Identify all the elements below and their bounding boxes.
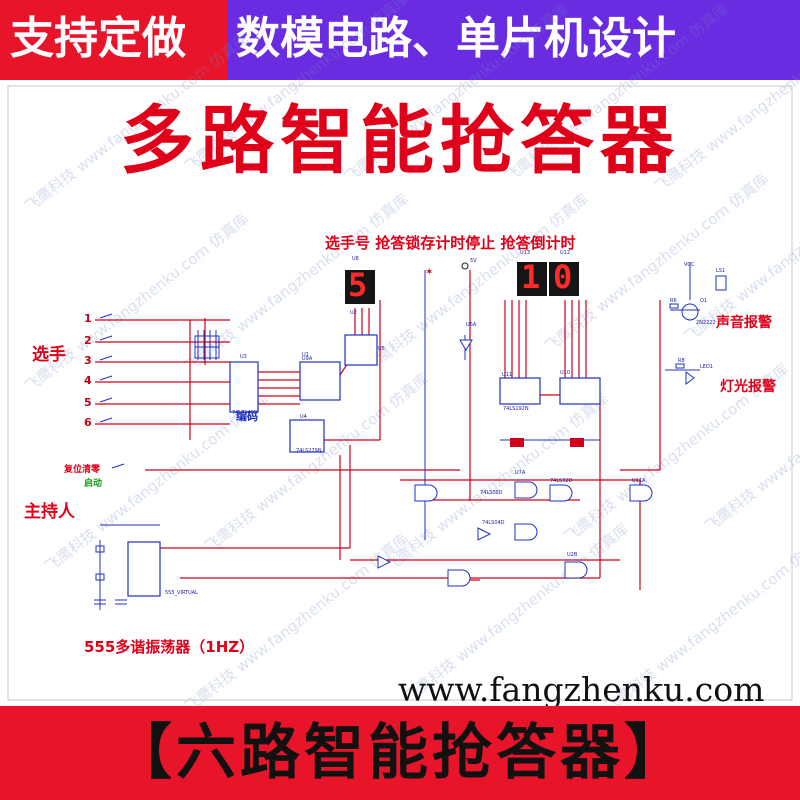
component-label: U12 <box>560 250 571 256</box>
led-icon <box>685 371 695 385</box>
player-display <box>345 270 375 304</box>
ic-74ls279 <box>289 419 325 453</box>
component-label: 74LS148D <box>232 410 258 416</box>
player-digit: 5 <box>348 266 368 304</box>
gate-u9b <box>447 569 471 587</box>
component-label: U2 <box>350 310 357 316</box>
component-label: VCC <box>684 262 695 268</box>
gate-u8b <box>514 523 538 541</box>
svg-text:✶: ✶ <box>425 267 433 278</box>
component-label: 5V <box>470 258 477 264</box>
component-label: U9A <box>302 356 313 362</box>
component-label: Q1 <box>700 298 708 304</box>
player-number-4: 4 <box>84 374 92 387</box>
gate-u7b <box>514 481 538 499</box>
resistor-r6 <box>669 303 679 309</box>
component-label: U11 <box>502 372 513 378</box>
component-label: R6 <box>670 298 677 304</box>
component-label: 74LS279N <box>296 448 322 454</box>
gate-u10a <box>549 484 573 502</box>
players-label: 选手 <box>32 345 66 365</box>
oscillator-label: 555多谐振荡器（1HZ） <box>84 638 255 656</box>
component-label: 74LS04D <box>482 520 505 526</box>
start-label: 启动 <box>84 479 103 489</box>
component-label: U3 <box>240 354 247 360</box>
component-label: U4 <box>300 414 307 420</box>
transistor-icon <box>681 303 699 321</box>
light-alarm-label: 灯光报警 <box>720 379 776 395</box>
component-label: LED1 <box>700 364 713 370</box>
component-label: U10 <box>560 370 571 376</box>
page-title: 多路智能抢答器 <box>120 98 680 184</box>
encoder-label: 编码 <box>236 410 258 423</box>
website-url: www.fangzhenku.com <box>398 670 765 709</box>
gate-u11a <box>629 484 653 502</box>
schematic-sheet <box>0 80 800 705</box>
buzzer-icon <box>715 275 727 291</box>
ic-74ls48 <box>344 334 378 366</box>
component-label: U11A <box>632 478 646 484</box>
top-banner-left <box>0 0 228 80</box>
ic-555-timer <box>127 541 161 597</box>
ic-u9a <box>299 361 341 401</box>
component-label: U6A <box>466 322 477 328</box>
component-label: 2N2222 <box>696 320 716 326</box>
section-top-label: 选手号 抢答锁存计时停止 抢答倒计时 <box>325 234 576 252</box>
component-label: LS1 <box>716 268 726 274</box>
countdown-digit-tens: 1 <box>521 258 541 296</box>
component-label: U5 <box>378 346 385 352</box>
component-label: R8 <box>678 358 685 364</box>
ic-74ls148 <box>229 361 259 413</box>
ic-u10 <box>559 377 601 405</box>
component-label: 555_VIRTUAL <box>165 590 198 596</box>
player-number-6: 6 <box>84 416 92 429</box>
gate-u2a <box>414 484 438 502</box>
gate-u4a <box>377 555 392 569</box>
countdown-display-tens <box>517 262 547 296</box>
component-label: 74LS32D <box>550 478 573 484</box>
banner-right-text: 数模电路、单片机设计 <box>236 13 676 64</box>
player-number-3: 3 <box>84 354 92 367</box>
ic-u11 <box>499 377 541 405</box>
countdown-digit-ones: 0 <box>553 258 573 296</box>
player-number-1: 1 <box>84 312 92 325</box>
component-label: U8 <box>352 256 359 262</box>
player-number-2: 2 <box>84 334 92 347</box>
bottom-banner <box>0 706 800 800</box>
player-number-5: 5 <box>84 396 92 409</box>
banner-left-text: 支持定做 <box>10 13 186 64</box>
component-label: U7A <box>515 470 526 476</box>
component-label: 74LS192N <box>503 406 529 412</box>
reset-label: 复位清零 <box>64 465 101 475</box>
component-label: 74LS00D <box>480 490 503 496</box>
resistor-r8 <box>675 363 685 369</box>
countdown-display-ones <box>549 262 579 296</box>
bottom-banner-text: 【六路智能抢答器】 <box>112 718 688 788</box>
host-label: 主持人 <box>24 502 75 522</box>
component-label: U13 <box>520 250 531 256</box>
component-label: U2B <box>567 552 578 558</box>
component-label: U1 <box>302 352 309 358</box>
top-banner-right <box>228 0 800 80</box>
gate-u6a <box>477 527 492 541</box>
gate-u2b <box>564 561 588 579</box>
diode <box>459 339 473 351</box>
sound-alarm-label: 声音报警 <box>716 315 772 331</box>
